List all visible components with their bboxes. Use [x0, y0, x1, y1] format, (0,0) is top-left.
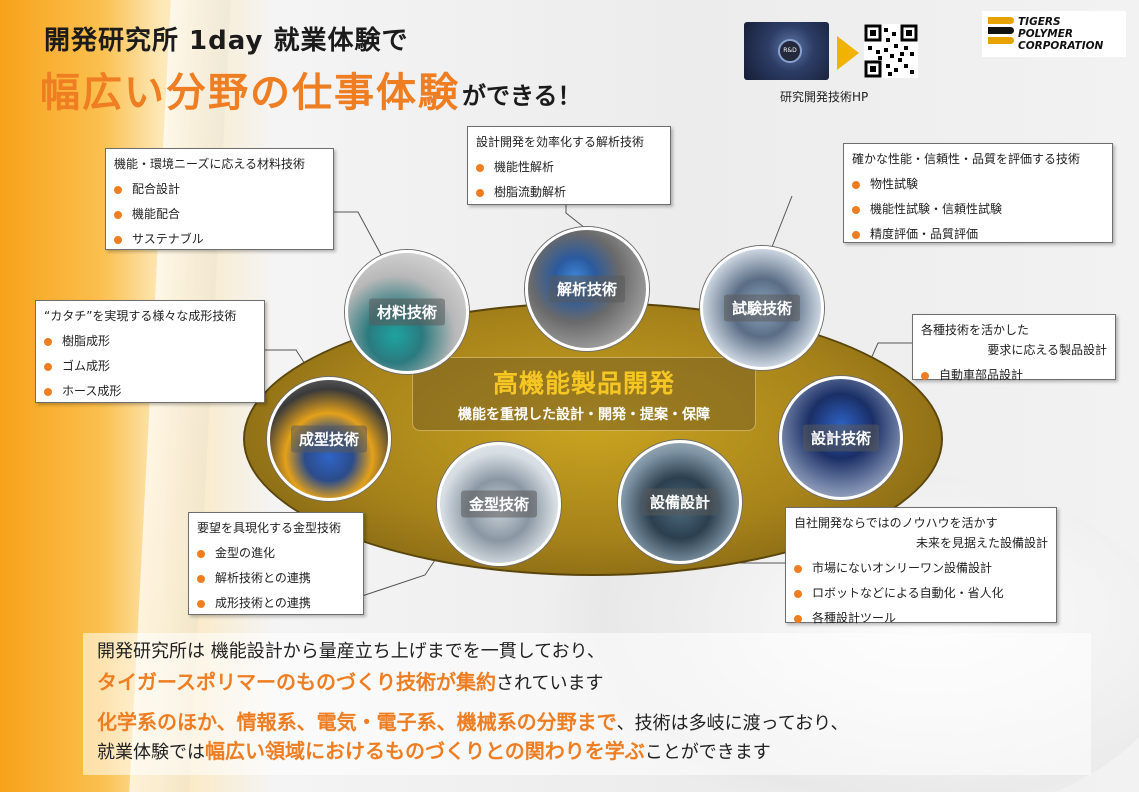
- node-label: 設計技術: [802, 424, 880, 452]
- list-item: 自動車部品設計: [921, 363, 1107, 388]
- callout-molding: “カタチ”を実現する様々な成形技術 樹脂成形 ゴム成形 ホース成形: [35, 300, 265, 403]
- logo-text: TIGERS POLYMER CORPORATION: [1018, 16, 1104, 52]
- bullet-icon: [44, 387, 52, 396]
- list-item: 樹脂流動解析: [476, 180, 662, 205]
- list-item: 樹脂成形: [44, 329, 256, 354]
- list-item: 配合設計: [114, 177, 325, 202]
- list-item: 機能性解析: [476, 155, 662, 180]
- node-testing-tech[interactable]: 試験技術: [700, 246, 824, 370]
- callout-heading: 各種技術を活かした: [921, 323, 1030, 337]
- callout-heading-line2: 要求に応える製品設計: [987, 343, 1107, 357]
- node-molding-tech[interactable]: 成型技術: [267, 377, 391, 501]
- node-label: 材料技術: [368, 298, 446, 326]
- bullet-icon: [114, 210, 122, 219]
- callout-material: 機能・環境ニーズに応える材料技術 配合設計 機能配合 サステナブル: [105, 148, 334, 250]
- headline: 幅広い分野の仕事体験: [40, 70, 460, 116]
- callout-die: 要望を具現化する金型技術 金型の進化 解析技術との連携 成形技術との連携: [188, 512, 364, 615]
- node-label: 解析技術: [548, 275, 626, 303]
- node-analysis-tech[interactable]: 解析技術: [525, 227, 649, 351]
- bullet-icon: [476, 188, 484, 197]
- node-material-tech[interactable]: 材料技術: [345, 250, 469, 374]
- list-item: 物性試験: [852, 172, 1104, 197]
- list-item: 精度評価・品質評価: [852, 222, 1104, 247]
- bullet-icon: [44, 337, 52, 346]
- bullet-icon: [794, 564, 802, 573]
- center-subtitle: 機能を重視した設計・開発・提案・保障: [458, 407, 710, 423]
- callout-heading: 確かな性能・信頼性・品質を評価する技術: [852, 152, 1081, 166]
- list-item: 各種設計ツール: [794, 606, 1048, 631]
- node-die-tech[interactable]: 金型技術: [437, 442, 561, 566]
- list-item: サステナブル: [114, 227, 325, 252]
- node-label: 金型技術: [460, 490, 538, 518]
- qr-code-icon[interactable]: [864, 24, 918, 78]
- node-label: 設備設計: [641, 488, 719, 516]
- callout-heading-line2: 未来を見据えた設備設計: [915, 536, 1048, 550]
- summary-line-1: 開発研究所は 機能設計から量産立ち上げまでを一貫しており、: [97, 641, 605, 662]
- headline-suffix: ができる！: [462, 82, 582, 110]
- callout-heading: 機能・環境ニーズに応える材料技術: [114, 157, 306, 171]
- list-item: 成形技術との連携: [197, 591, 355, 616]
- list-item: ロボットなどによる自動化・省人化: [794, 581, 1048, 606]
- callout-heading: 自社開発ならではのノウハウを活かす: [794, 516, 998, 530]
- node-design-tech[interactable]: 設計技術: [779, 376, 903, 500]
- bullet-icon: [852, 180, 860, 189]
- center-title: 高機能製品開発: [492, 369, 675, 398]
- bullet-icon: [852, 205, 860, 214]
- bullet-icon: [114, 185, 122, 194]
- callout-heading: 要望を具現化する金型技術: [197, 521, 342, 535]
- arrow-right-icon: [837, 36, 859, 70]
- bullet-icon: [852, 230, 860, 239]
- list-item: 市場にないオンリーワン設備設計: [794, 556, 1048, 581]
- rd-hp-caption[interactable]: 研究開発技術HP: [780, 90, 869, 104]
- rd-disc-icon: R&D: [778, 39, 802, 63]
- company-logo: TIGERS POLYMER CORPORATION: [982, 11, 1126, 57]
- node-label: 成型技術: [290, 425, 368, 453]
- bullet-icon: [197, 549, 205, 558]
- center-panel: 高機能製品開発 機能を重視した設計・開発・提案・保障: [412, 357, 756, 431]
- callout-testing: 確かな性能・信頼性・品質を評価する技術 物性試験 機能性試験・信頼性試験 精度評…: [843, 143, 1113, 243]
- list-item: ホース成形: [44, 379, 256, 404]
- bullet-icon: [197, 574, 205, 583]
- bullet-icon: [794, 614, 802, 623]
- list-item: 機能配合: [114, 202, 325, 227]
- list-item: 金型の進化: [197, 541, 355, 566]
- list-item: ゴム成形: [44, 354, 256, 379]
- list-item: 機能性試験・信頼性試験: [852, 197, 1104, 222]
- callout-product-design: 各種技術を活かした 要求に応える製品設計 自動車部品設計: [912, 314, 1116, 382]
- bullet-icon: [476, 163, 484, 172]
- summary-line-3: 化学系のほか、情報系、電気・電子系、機械系の分野まで、技術は多岐に渡っており、: [97, 710, 849, 734]
- summary-line-2: タイガースポリマーのものづくり技術が集約されています: [97, 670, 604, 694]
- list-item: 解析技術との連携: [197, 566, 355, 591]
- rd-thumbnail-image[interactable]: R&D: [744, 22, 829, 80]
- callout-heading: 設計開発を効率化する解析技術: [476, 135, 645, 149]
- node-equipment-design[interactable]: 設備設計: [618, 440, 742, 564]
- summary-panel: [83, 633, 1091, 775]
- callout-equipment: 自社開発ならではのノウハウを活かす 未来を見据えた設備設計 市場にないオンリーワ…: [785, 507, 1057, 625]
- callout-heading: “カタチ”を実現する様々な成形技術: [44, 309, 237, 323]
- summary-line-4: 就業体験では幅広い領域におけるものづくりとの関わりを学ぶことができます: [97, 739, 771, 763]
- bullet-icon: [921, 371, 929, 380]
- bullet-icon: [44, 362, 52, 371]
- bullet-icon: [114, 235, 122, 244]
- page-title: 開発研究所 1day 就業体験で: [44, 26, 409, 56]
- bullet-icon: [197, 599, 205, 608]
- node-label: 試験技術: [723, 294, 801, 322]
- bullet-icon: [794, 589, 802, 598]
- logo-mark-icon: [988, 17, 1014, 51]
- callout-analysis: 設計開発を効率化する解析技術 機能性解析 樹脂流動解析: [467, 126, 671, 205]
